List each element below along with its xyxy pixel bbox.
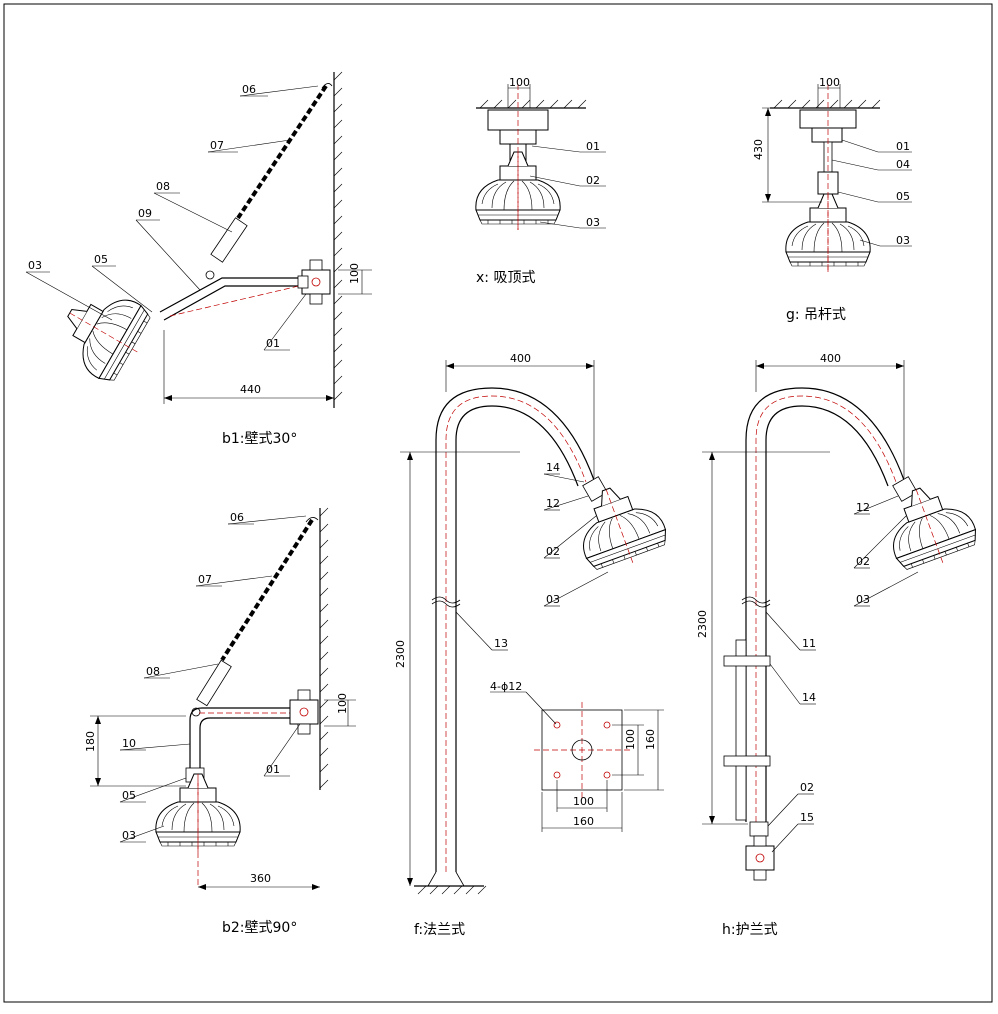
f-label-02: 02 <box>546 545 560 558</box>
b1-label-05: 05 <box>94 253 108 266</box>
f-flange-outer-h: 160 <box>573 815 594 828</box>
g-label-05: 05 <box>896 190 910 203</box>
x-label-01: 01 <box>586 140 600 153</box>
x-label-03: 03 <box>586 216 600 229</box>
h-label-03: 03 <box>856 593 870 606</box>
h-label-02b: 02 <box>800 781 814 794</box>
view-b1-wall-30: 440 100 06 07 08 09 03 05 01 b1:壁式30° <box>25 71 372 447</box>
f-flange-outer-v: 160 <box>644 729 657 750</box>
h-caption: h:护兰式 <box>722 922 778 938</box>
b1-caption: b1:壁式30° <box>222 431 297 447</box>
f-caption: f:法兰式 <box>414 922 465 938</box>
h-label-12: 12 <box>856 501 870 514</box>
view-f-flange-pole: 400 2300 14 12 02 03 13 4-ϕ12 100 160 <box>394 352 674 938</box>
b1-label-08: 08 <box>156 180 170 193</box>
view-b2-wall-90: 180 100 360 06 07 08 10 05 03 01 b2:壁式90… <box>84 507 356 936</box>
b1-label-06: 06 <box>242 83 256 96</box>
g-height-dim: 430 <box>752 139 765 160</box>
g-caption: g: 吊杆式 <box>786 307 846 323</box>
b2-label-01: 01 <box>266 763 280 776</box>
b1-label-01: 01 <box>266 337 280 350</box>
g-width-dim: 100 <box>819 76 840 89</box>
f-label-13: 13 <box>494 637 508 650</box>
b2-width-dim: 360 <box>250 872 271 885</box>
x-caption: x: 吸顶式 <box>476 270 535 286</box>
b2-height-dim: 180 <box>84 731 97 752</box>
view-g-pendant: 100 430 01 04 05 03 g: 吊杆式 <box>752 76 912 323</box>
f-width-dim: 400 <box>510 352 531 365</box>
b1-label-07: 07 <box>210 139 224 152</box>
h-height-dim: 2300 <box>696 610 709 638</box>
f-flange-inner-h: 100 <box>573 795 594 808</box>
sheet-border <box>3 3 993 1003</box>
h-label-11: 11 <box>802 637 816 650</box>
x-width-dim: 100 <box>509 76 530 89</box>
b2-bracket-dim: 100 <box>336 693 349 714</box>
b2-label-05: 05 <box>122 789 136 802</box>
b1-label-03: 03 <box>28 259 42 272</box>
h-label-14: 14 <box>802 691 816 704</box>
b2-label-08: 08 <box>146 665 160 678</box>
h-width-dim: 400 <box>820 352 841 365</box>
b2-label-10: 10 <box>122 737 136 750</box>
b2-caption: b2:壁式90° <box>222 920 297 936</box>
view-x-ceiling: 100 01 02 03 x: 吸顶式 <box>475 76 606 286</box>
b1-width-dim: 440 <box>240 383 261 396</box>
g-label-04: 04 <box>896 158 910 171</box>
f-height-dim: 2300 <box>394 640 407 668</box>
b2-label-03: 03 <box>122 829 136 842</box>
h-label-15: 15 <box>800 811 814 824</box>
g-label-03: 03 <box>896 234 910 247</box>
h-label-02: 02 <box>856 555 870 568</box>
f-label-12: 12 <box>546 497 560 510</box>
x-label-02: 02 <box>586 174 600 187</box>
b2-label-06: 06 <box>230 511 244 524</box>
f-label-14: 14 <box>546 461 560 474</box>
f-flange-inner-v: 100 <box>624 729 637 750</box>
b2-label-07: 07 <box>198 573 212 586</box>
f-hole-label: 4-ϕ12 <box>490 680 522 693</box>
g-label-01: 01 <box>896 140 910 153</box>
b1-height-dim: 100 <box>348 263 361 284</box>
f-label-03: 03 <box>546 593 560 606</box>
b1-label-09: 09 <box>138 207 152 220</box>
view-h-clamp-pole: 400 2300 12 02 03 11 14 02 15 h:护兰式 <box>696 352 984 938</box>
